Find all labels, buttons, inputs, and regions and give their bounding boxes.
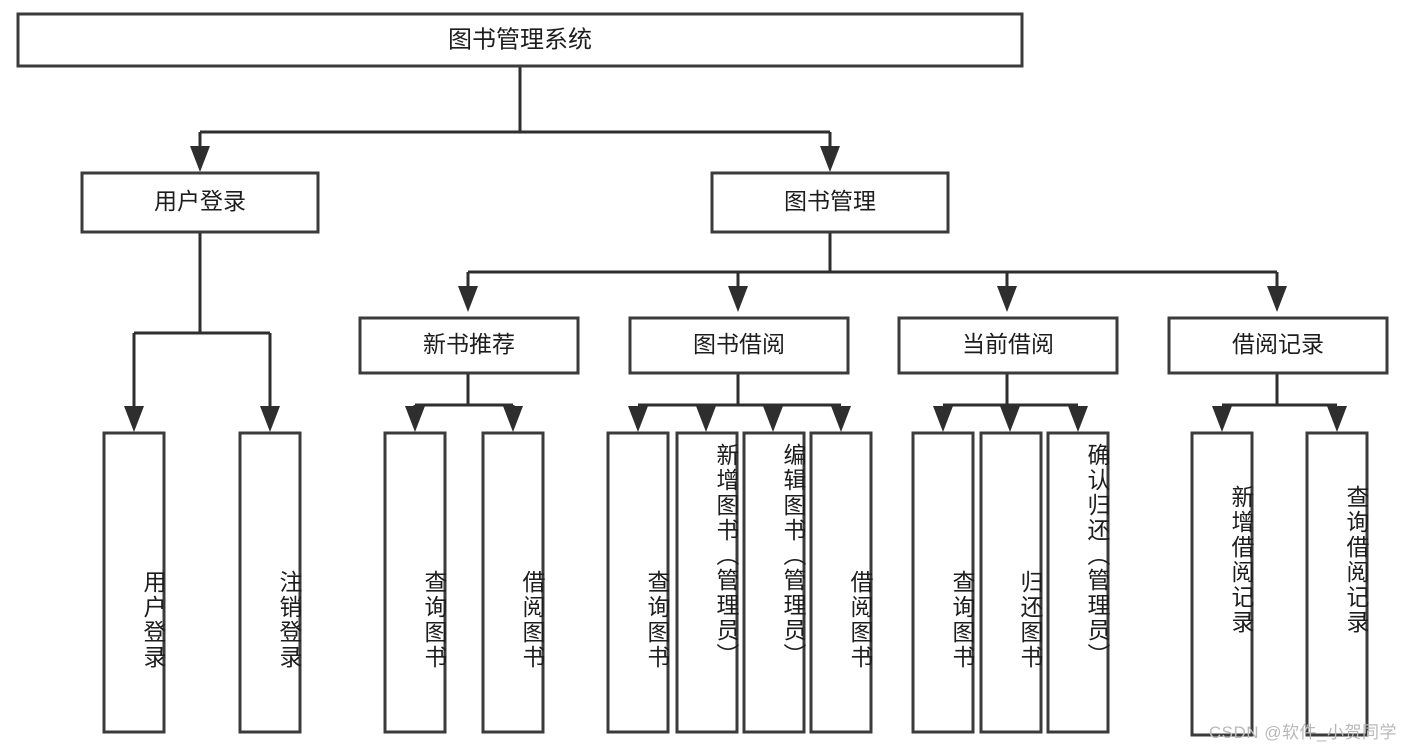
node-current-borrow-label: 当前借阅 [962, 331, 1054, 357]
connector-layer [124, 66, 1347, 432]
node-leaf-box-2[interactable] [383, 431, 447, 734]
arrow-current-l2 [1000, 406, 1020, 432]
node-layer: 图书管理系统 用户登录 图书管理 新书推荐 图书借阅 当前借阅 借阅记录 [16, 12, 1389, 737]
node-borrow-record-box[interactable] [1167, 316, 1389, 375]
node-leaf-box-11[interactable] [1190, 431, 1254, 737]
node-leaf-box-0[interactable] [102, 431, 166, 734]
csdn-watermark: CSDN @软件_小贺同学 [1208, 723, 1397, 742]
arrow-current-l3 [1068, 406, 1088, 432]
arrow-borrow-l3 [763, 406, 783, 432]
node-book-mgmt-box[interactable] [710, 171, 950, 234]
node-new-book-recommend-label: 新书推荐 [423, 331, 515, 357]
arrow-book-mgmt-c1 [458, 286, 478, 312]
node-leaf-box-1[interactable] [238, 431, 302, 734]
node-leaf-box-5[interactable] [675, 431, 739, 734]
arrow-root-to-user-login [190, 146, 210, 172]
arrow-borrow-l4 [831, 406, 851, 432]
node-leaf-box-9[interactable] [979, 431, 1043, 734]
node-leaf-box-4[interactable] [606, 431, 670, 734]
arrow-borrow-l1 [628, 406, 648, 432]
node-user-login-box[interactable] [80, 171, 320, 234]
node-leaf-box-10[interactable] [1046, 431, 1110, 734]
arrow-newbook-l1 [405, 406, 425, 432]
arrow-book-mgmt-c2 [728, 286, 748, 312]
arrow-book-mgmt-c3 [997, 286, 1017, 312]
arrow-user-login-leaf2 [260, 406, 280, 432]
arrow-book-mgmt-c4 [1267, 286, 1287, 312]
node-leaf-box-12[interactable] [1305, 431, 1369, 737]
arrow-record-l2 [1327, 406, 1347, 432]
node-leaf-box-7[interactable] [809, 431, 873, 734]
arrow-record-l1 [1212, 406, 1232, 432]
node-book-mgmt-label: 图书管理 [784, 188, 876, 214]
node-leaf-box-3[interactable] [481, 431, 545, 734]
node-leaf-box-6[interactable] [742, 431, 806, 734]
node-root-box[interactable] [16, 12, 1024, 68]
node-book-borrow-box[interactable] [628, 316, 850, 375]
node-book-borrow-label: 图书借阅 [693, 331, 785, 357]
node-leaf-box-8[interactable] [911, 431, 975, 734]
arrow-root-to-book-mgmt [820, 146, 840, 172]
node-borrow-record-label: 借阅记录 [1232, 331, 1324, 357]
arrow-current-l1 [933, 406, 953, 432]
node-current-borrow-box[interactable] [897, 316, 1119, 375]
arrow-borrow-l2 [696, 406, 716, 432]
node-new-book-recommend-box[interactable] [358, 316, 580, 375]
arrow-user-login-leaf1 [124, 406, 144, 432]
arrow-newbook-l2 [503, 406, 523, 432]
node-root-label: 图书管理系统 [448, 26, 592, 53]
node-user-login-label: 用户登录 [154, 188, 246, 214]
